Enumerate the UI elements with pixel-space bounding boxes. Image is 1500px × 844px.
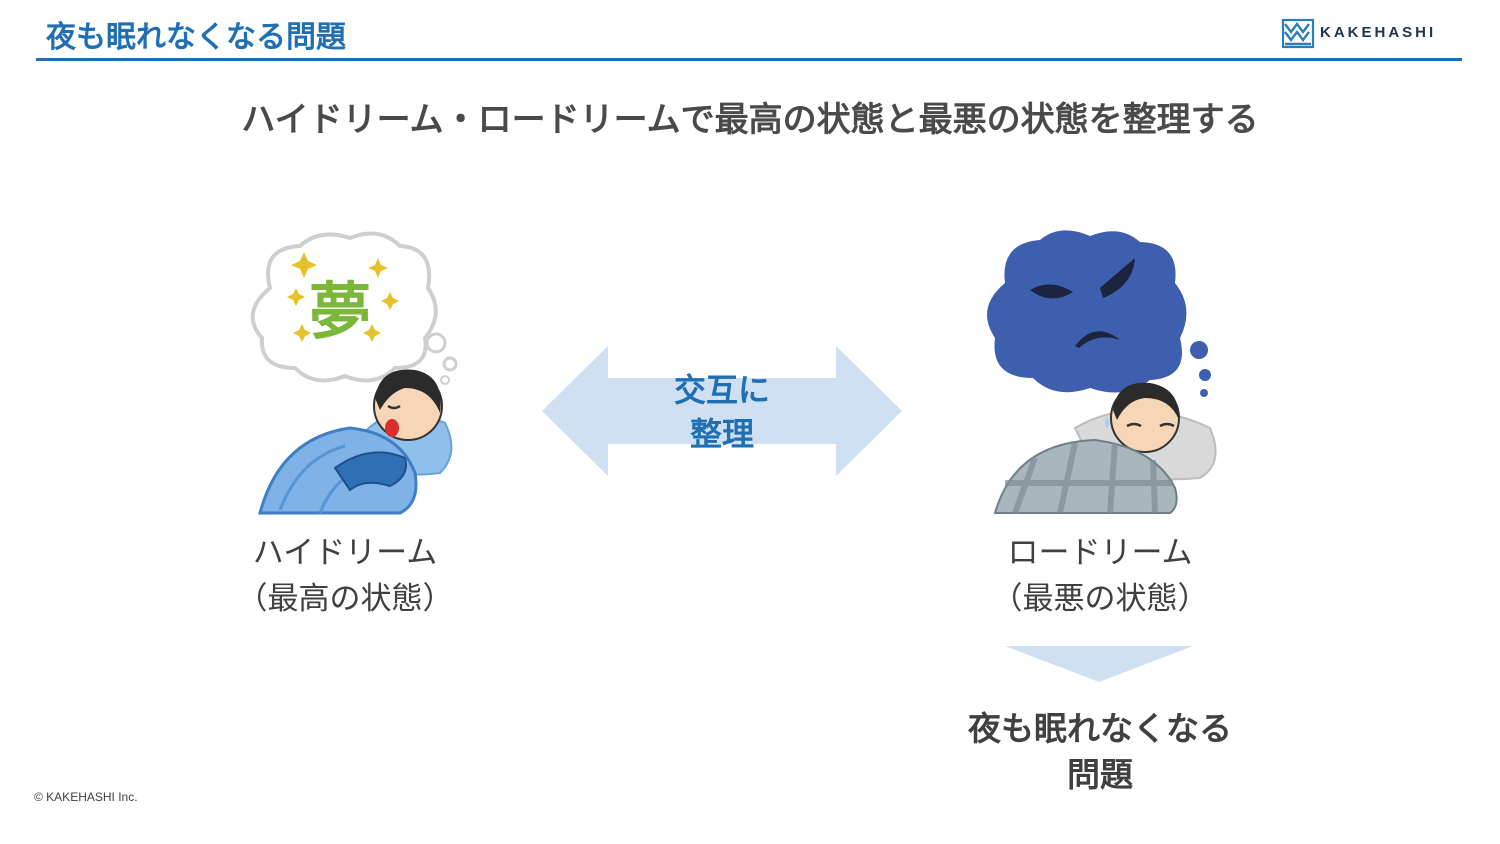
arrow-text-line2: 整理 [622, 412, 822, 456]
result-line1: 夜も眠れなくなる [930, 706, 1270, 752]
slide-title: 夜も眠れなくなる問題 [46, 12, 346, 56]
dark-cloud-icon [987, 230, 1186, 392]
result-problem-label: 夜も眠れなくなる 問題 [930, 706, 1270, 798]
down-arrow-icon [1005, 646, 1193, 682]
kakehashi-logo-icon [1282, 18, 1316, 50]
copyright-notice: © KAKEHASHI Inc. [34, 790, 138, 804]
slide-subtitle: ハイドリーム・ロードリームで最高の状態と最悪の状態を整理する [0, 92, 1500, 141]
low-dream-title: ロードリーム [950, 530, 1250, 576]
high-dream-subtitle: （最高の状態） [200, 576, 490, 622]
company-logo: KAKEHASHI [1282, 18, 1452, 50]
low-dream-subtitle: （最悪の状態） [950, 576, 1250, 622]
high-dream-title: ハイドリーム [200, 530, 490, 576]
title-divider [36, 58, 1462, 61]
high-dream-illustration: 夢 [240, 228, 470, 518]
alternate-organize-label: 交互に 整理 [622, 368, 822, 456]
low-dream-label: ロードリーム （最悪の状態） [950, 530, 1250, 622]
high-dream-label: ハイドリーム （最高の状態） [200, 530, 490, 622]
arrow-text-line1: 交互に [622, 368, 822, 412]
low-dream-illustration [975, 228, 1225, 518]
result-line2: 問題 [930, 752, 1270, 798]
logo-text: KAKEHASHI [1320, 24, 1436, 41]
dream-kanji: 夢 [309, 275, 371, 348]
